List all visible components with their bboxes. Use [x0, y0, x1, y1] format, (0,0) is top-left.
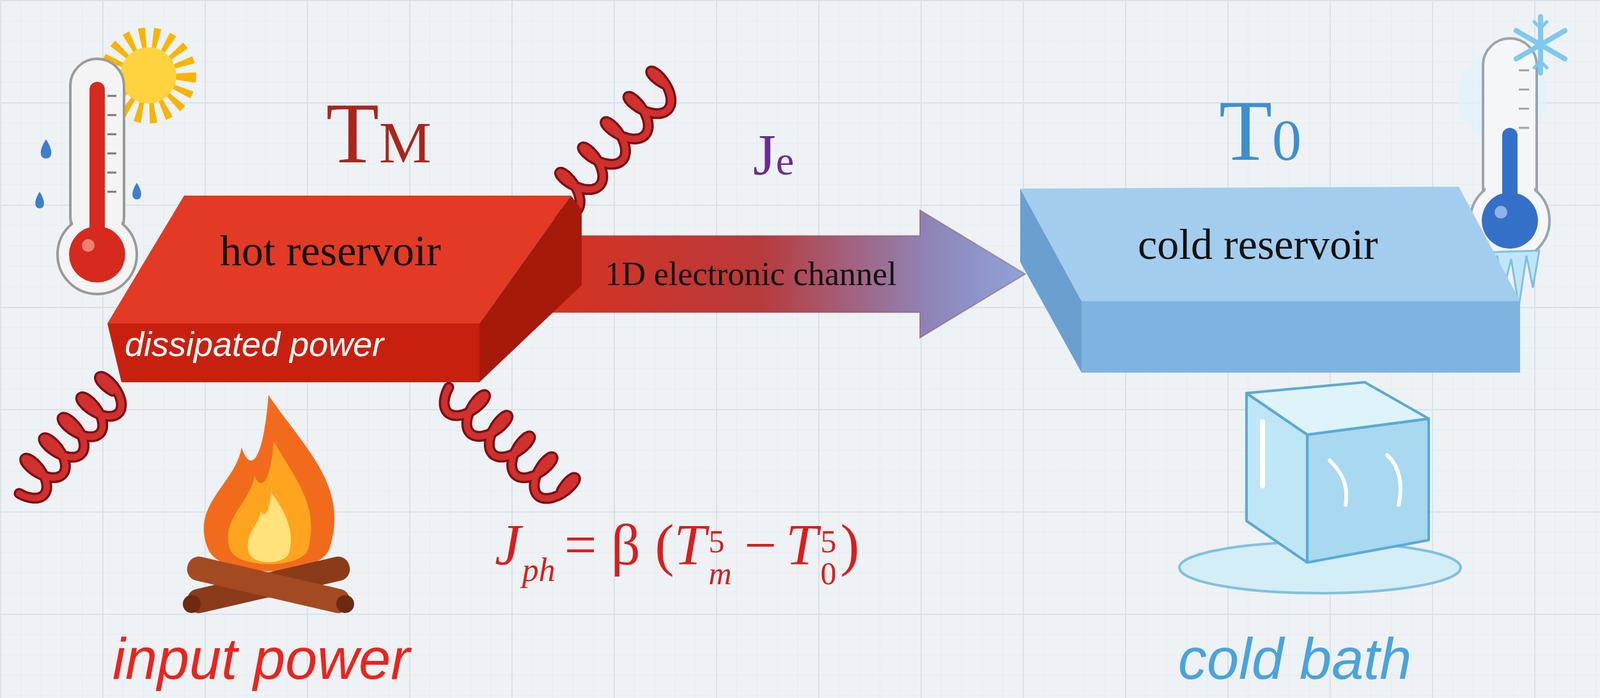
campfire [182, 395, 355, 616]
ice-cube [1179, 382, 1461, 594]
formula-term: J [494, 515, 521, 575]
formula-group: ) [839, 516, 860, 575]
slab-shape [1020, 186, 1521, 373]
formula-group: T [785, 516, 818, 575]
script-stack: 50 [820, 525, 837, 590]
formula-term: = β ( [564, 516, 675, 575]
channel-arrow [543, 210, 1026, 339]
temperature-symbol: TM [326, 89, 432, 177]
formula-term: − [744, 516, 778, 575]
formula-term: 0 [820, 557, 837, 590]
formula: Jph= β (T5m−T50) [494, 515, 860, 575]
caption-label: cold bath [1178, 630, 1412, 688]
reservoir-note: dissipated power [124, 326, 384, 362]
cold-reservoir-slab: T0cold reservoir [1020, 186, 1521, 373]
slab-side-face [479, 195, 582, 383]
formula-term: m [708, 557, 732, 590]
slab-front-face [1081, 301, 1521, 373]
formula-group: J [494, 515, 521, 575]
script-stack: 5m [708, 525, 732, 590]
formula-group: ph [520, 540, 565, 575]
reservoir-title: cold reservoir [1137, 222, 1379, 266]
formula-group: − [735, 516, 787, 575]
formula-group: T [673, 516, 706, 575]
temperature-symbol: T0 [1219, 86, 1302, 174]
formula-term: T [785, 516, 818, 575]
formula-term: 5 [708, 525, 732, 558]
formula-term: T [673, 516, 706, 575]
reservoir-title: hot reservoir [219, 228, 442, 273]
formula-group: = β ( [564, 516, 675, 575]
formula-term: ph [522, 553, 556, 587]
caption-label: input power [112, 630, 410, 688]
flux-symbol: Je [753, 125, 794, 185]
slab-front-face [107, 323, 480, 383]
slab-top-face [1020, 186, 1521, 302]
phonon-coil [19, 70, 672, 499]
hot-reservoir-slab: TMhot reservoirdissipated power [107, 195, 582, 383]
formula-term: ) [839, 516, 860, 575]
formula-term: 5 [820, 525, 837, 558]
channel-label: 1D electronic channel [604, 257, 897, 291]
